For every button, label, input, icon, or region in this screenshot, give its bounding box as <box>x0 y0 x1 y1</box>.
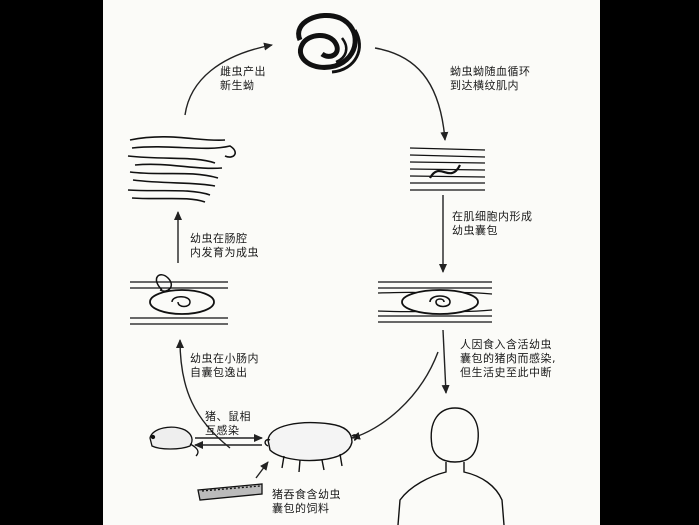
label-blood-to-muscle: 蚴虫蚴随血循环 到达横纹肌内 <box>450 65 531 92</box>
label-cyst-forms: 在肌细胞内形成 幼虫囊包 <box>452 210 533 237</box>
feed-trough-icon <box>197 483 263 501</box>
label-human-infection: 人因食入含活幼虫 囊包的猪肉而感染, 但生活史至此中断 <box>460 338 556 379</box>
muscle-fiber-larva-icon <box>409 147 486 191</box>
human-icon <box>397 407 505 525</box>
arrow-top-right <box>374 47 449 141</box>
label-female-larvae: 雌虫产出 新生蚴 <box>220 65 266 92</box>
cycle-arrows <box>174 42 450 479</box>
label-pig-feed: 猪吞食含幼虫 囊包的饲料 <box>272 488 341 515</box>
label-intestine-adult: 幼虫在肠腔 内发育为成虫 <box>190 232 259 259</box>
label-pig-rat: 猪、鼠相 互感染 <box>205 410 251 437</box>
rat-icon <box>149 426 199 457</box>
muscle-cyst-icon <box>377 281 493 323</box>
arrow-feed-pig <box>255 461 269 479</box>
intestine-cyst-icon <box>130 274 228 325</box>
adult-worms-icon <box>127 136 236 203</box>
pig-icon <box>264 421 358 473</box>
coiled-worm-icon <box>296 12 361 74</box>
arrow-bottom-left <box>351 351 439 440</box>
arrow-to-human <box>441 329 450 394</box>
arrow-top-left <box>184 42 273 116</box>
label-cyst-release: 幼虫在小肠内 自囊包逸出 <box>190 352 259 379</box>
